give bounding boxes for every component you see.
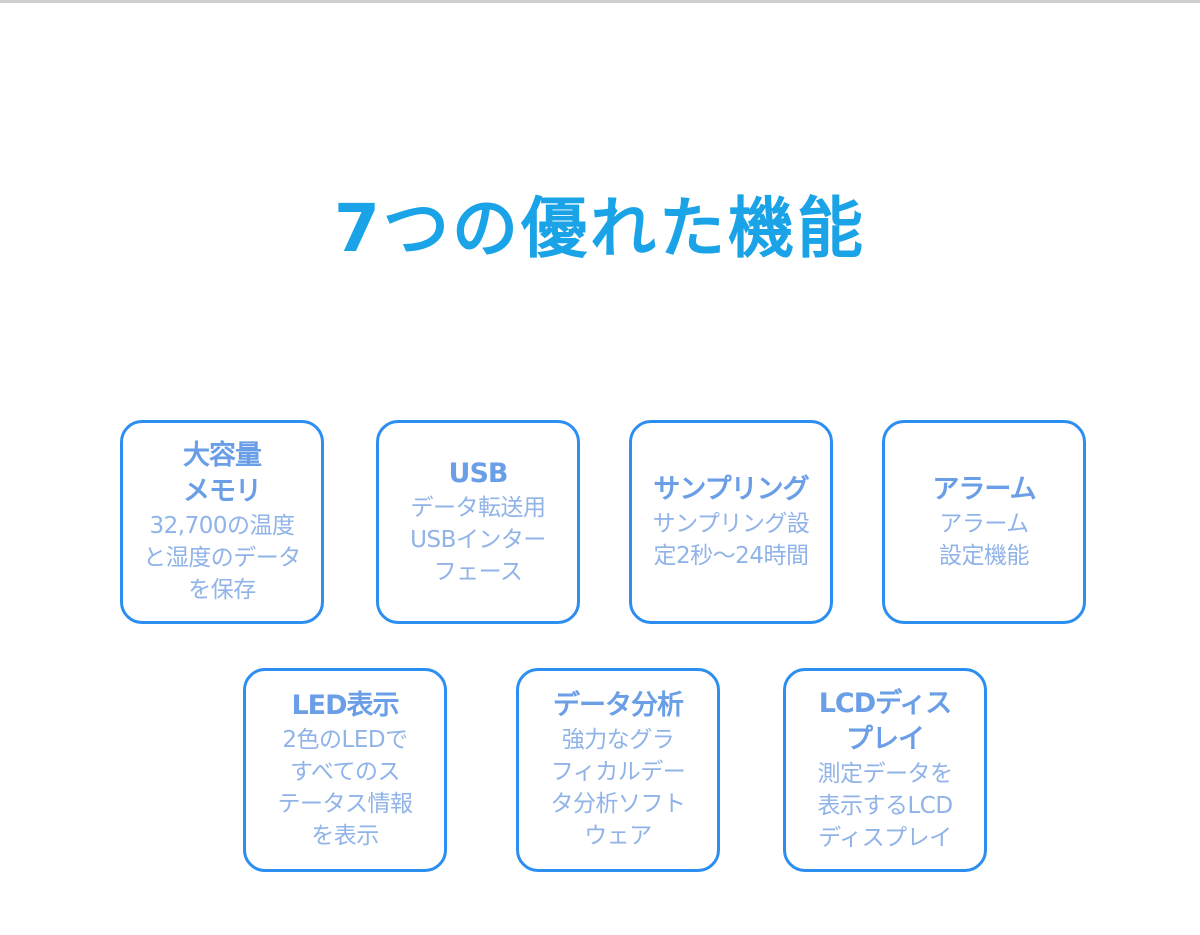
feature-description: データ転送用 USBインター フェース <box>410 495 546 585</box>
feature-card-usb: USB データ転送用 USBインター フェース <box>376 420 580 624</box>
feature-card-lcd: LCDディス プレイ 測定データを 表示するLCD ディスプレイ <box>783 668 987 872</box>
feature-title: データ分析 <box>553 690 684 721</box>
feature-card-sampling: サンプリング サンプリング設 定2秒〜24時間 <box>629 420 833 624</box>
feature-title: LCDディス プレイ <box>818 688 953 755</box>
feature-card-alarm: アラーム アラーム 設定機能 <box>882 420 1086 624</box>
feature-description: サンプリング設 定2秒〜24時間 <box>652 511 810 569</box>
feature-description: 測定データを 表示するLCD ディスプレイ <box>817 761 953 851</box>
feature-title: USB <box>448 458 509 489</box>
feature-description: 強力なグラ フィカルデー タ分析ソフト ウェア <box>550 727 687 849</box>
feature-card-data-analysis: データ分析 強力なグラ フィカルデー タ分析ソフト ウェア <box>516 668 720 872</box>
feature-title: 大容量 メモリ <box>183 440 262 507</box>
feature-description: 32,700の温度 と湿度のデータ を保存 <box>143 513 301 603</box>
page-title: 7つの優れた機能 <box>334 190 866 268</box>
top-divider <box>0 0 1200 3</box>
feature-description: 2色のLEDで すべてのス テータス情報 を表示 <box>277 727 414 849</box>
feature-title: LED表示 <box>291 690 399 721</box>
feature-description: アラーム 設定機能 <box>939 511 1030 569</box>
feature-title: アラーム <box>932 474 1036 505</box>
feature-card-memory: 大容量 メモリ 32,700の温度 と湿度のデータ を保存 <box>120 420 324 624</box>
feature-card-led: LED表示 2色のLEDで すべてのス テータス情報 を表示 <box>243 668 447 872</box>
feature-title: サンプリング <box>653 474 809 505</box>
